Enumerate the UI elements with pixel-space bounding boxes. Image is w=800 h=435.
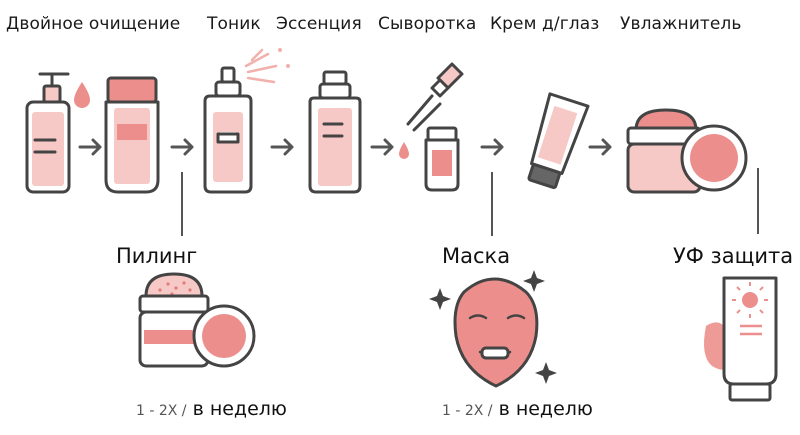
- freq-peeling-text: в неделю: [192, 398, 287, 420]
- scrub-jar-icon: [138, 272, 256, 368]
- spray-bottle-icon: [203, 48, 290, 194]
- label-spf: УФ защита: [673, 244, 794, 268]
- step-label-essence: Эссенция: [276, 14, 362, 34]
- freq-peeling-prefix: 1 - 2X /: [136, 403, 187, 419]
- step-label-moisturizer: Увлажнитель: [620, 14, 742, 34]
- arrow-1: [78, 138, 102, 156]
- arrow-5: [480, 138, 504, 156]
- essence-bottle-icon: [308, 70, 362, 194]
- label-mask: Маска: [442, 244, 511, 268]
- tube-icon: [104, 76, 160, 194]
- freq-mask-text: в неделю: [498, 398, 593, 420]
- dropper-bottle-icon: [399, 62, 464, 192]
- step-label-eye-cream: Крем д/глаз: [490, 14, 600, 34]
- step-label-toner: Тоник: [207, 14, 261, 34]
- arrow-2: [170, 138, 194, 156]
- pump-bottle-icon: [25, 72, 90, 194]
- sheet-mask-icon: [429, 270, 557, 388]
- label-peeling: Пилинг: [116, 244, 198, 268]
- freq-peeling: 1 - 2X / в неделю: [136, 398, 287, 420]
- cream-jar-icon: [626, 108, 748, 194]
- arrow-3: [270, 138, 294, 156]
- freq-mask: 1 - 2X / в неделю: [442, 398, 593, 420]
- freq-mask-prefix: 1 - 2X /: [442, 403, 493, 419]
- arrow-6: [588, 138, 612, 156]
- arrow-4: [370, 138, 394, 156]
- step-label-double-cleanse: Двойное очищение: [6, 14, 181, 34]
- eye-cream-tube-icon: [527, 92, 590, 190]
- sunscreen-tube-icon: [704, 276, 778, 402]
- step-label-serum: Сыворотка: [378, 14, 477, 34]
